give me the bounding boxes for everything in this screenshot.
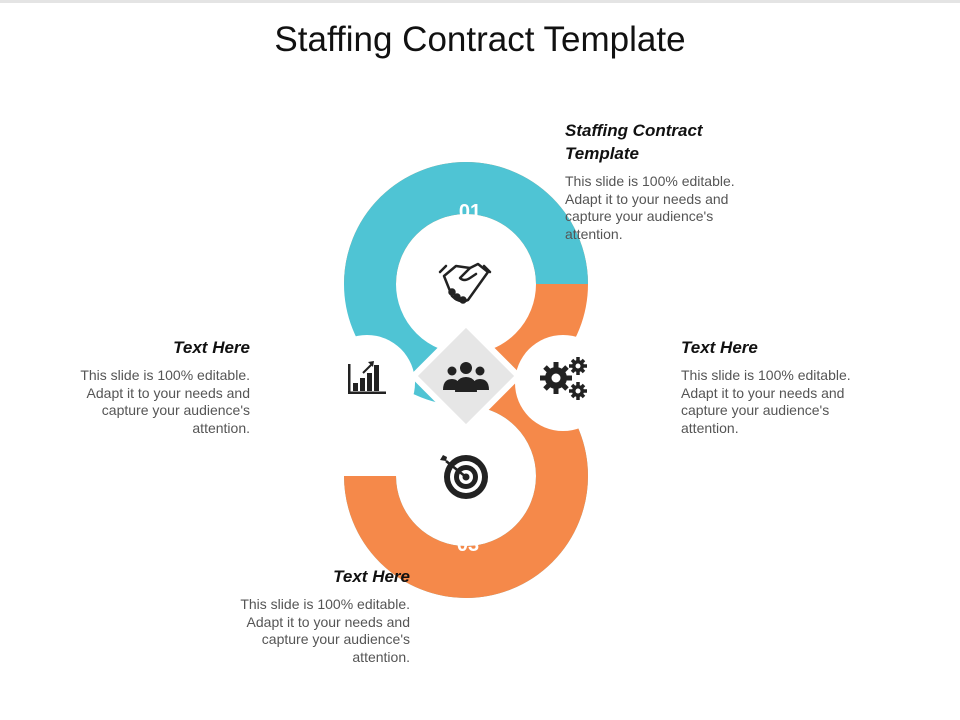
center-diamond [409, 319, 523, 433]
step-03-heading: Text Here [333, 567, 410, 586]
growth-chart-icon [348, 361, 386, 394]
step-number-01: 01 [459, 201, 481, 223]
step-number-03: 03 [457, 534, 479, 556]
step-01-heading: Staffing Contract Template [565, 121, 703, 163]
step-03-text: Text Here This slide is 100% editable. A… [230, 565, 410, 666]
target-icon [440, 455, 488, 499]
step-01-body: This slide is 100% editable. Adapt it to… [565, 173, 735, 242]
gears-icon [540, 357, 587, 400]
step-number-02: 02 [621, 375, 643, 397]
handshake-icon [438, 262, 492, 304]
step-04-heading: Text Here [173, 338, 250, 357]
top-rule [0, 0, 960, 3]
step-number-04: 04 [281, 378, 304, 400]
step-01-text: Staffing Contract Template This slide is… [565, 119, 765, 243]
step-02-body: This slide is 100% editable. Adapt it to… [681, 367, 851, 436]
step-03-body: This slide is 100% editable. Adapt it to… [240, 596, 410, 665]
step-04-body: This slide is 100% editable. Adapt it to… [80, 367, 250, 436]
slide-title: Staffing Contract Template [274, 20, 686, 59]
team-icon [443, 362, 489, 392]
step-04-text: Text Here This slide is 100% editable. A… [80, 336, 250, 437]
step-02-text: Text Here This slide is 100% editable. A… [681, 336, 851, 437]
step-02-heading: Text Here [681, 338, 758, 357]
